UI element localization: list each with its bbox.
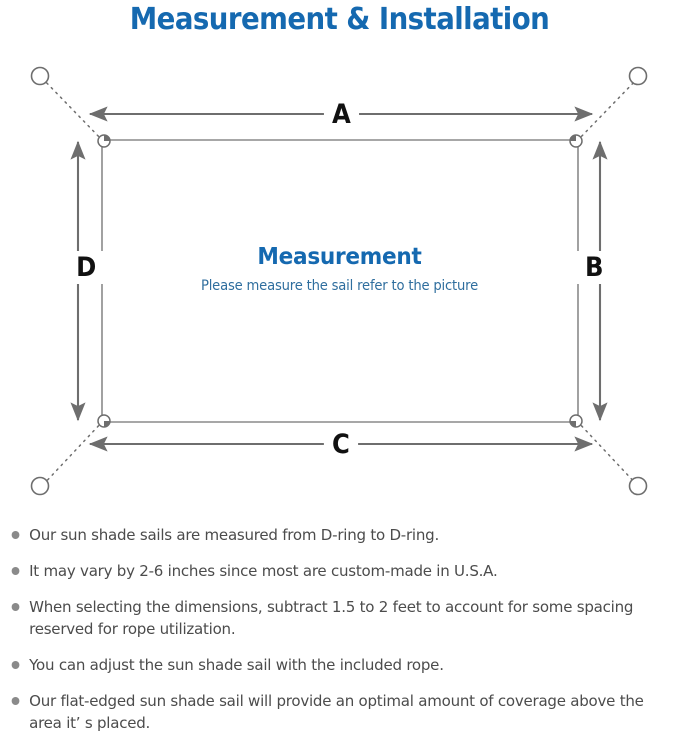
bullet-icon bbox=[11, 697, 20, 705]
rope-bottom-right bbox=[576, 420, 640, 488]
rope-lines bbox=[40, 76, 640, 488]
dimension-label-d: D bbox=[68, 251, 105, 284]
rope-bottom-left bbox=[40, 420, 104, 488]
notes-list: Our sun shade sails are measured from D-… bbox=[0, 524, 679, 748]
dimension-label-a: A bbox=[323, 98, 359, 131]
dimension-label-c: C bbox=[323, 428, 358, 461]
note-text: When selecting the dimensions, subtract … bbox=[29, 598, 634, 638]
bullet-icon bbox=[11, 567, 20, 575]
note-text: Our flat-edged sun shade sail will provi… bbox=[29, 692, 644, 732]
bullet-icon bbox=[11, 603, 20, 611]
bullet-icon bbox=[11, 531, 20, 539]
rope-top-right bbox=[576, 76, 640, 142]
list-item: Our flat-edged sun shade sail will provi… bbox=[0, 690, 659, 734]
list-item: You can adjust the sun shade sail with t… bbox=[0, 654, 659, 676]
d-ring-group bbox=[97, 134, 583, 428]
note-text: You can adjust the sun shade sail with t… bbox=[29, 656, 444, 674]
d-ring-icon-top-left-tab bbox=[104, 135, 110, 141]
d-ring-icon-top-right-tab bbox=[570, 135, 576, 141]
list-item: When selecting the dimensions, subtract … bbox=[0, 596, 659, 640]
list-item: Our sun shade sails are measured from D-… bbox=[0, 524, 659, 546]
list-item: It may vary by 2-6 inches since most are… bbox=[0, 560, 659, 582]
d-ring-icon-bottom-right-tab bbox=[570, 421, 576, 427]
note-text: It may vary by 2-6 inches since most are… bbox=[29, 562, 498, 580]
page-title: Measurement & Installation bbox=[129, 2, 550, 37]
rope-top-left bbox=[40, 76, 104, 142]
anchor-point-group bbox=[30, 66, 648, 496]
d-ring-icon-bottom-left-tab bbox=[104, 421, 110, 427]
note-text: Our sun shade sails are measured from D-… bbox=[29, 526, 439, 544]
anchor-circle-icon-bottom-right bbox=[628, 476, 648, 496]
anchor-circle-icon-bottom-left bbox=[30, 476, 50, 496]
bullet-icon bbox=[11, 661, 20, 669]
sail-outline bbox=[101, 139, 579, 423]
anchor-circle-icon-top-right bbox=[628, 66, 648, 86]
dimension-label-b: B bbox=[576, 251, 612, 284]
anchor-circle-icon-top-left bbox=[30, 66, 50, 86]
measurement-diagram: A B C D Measurement Please measure the s… bbox=[0, 46, 679, 518]
